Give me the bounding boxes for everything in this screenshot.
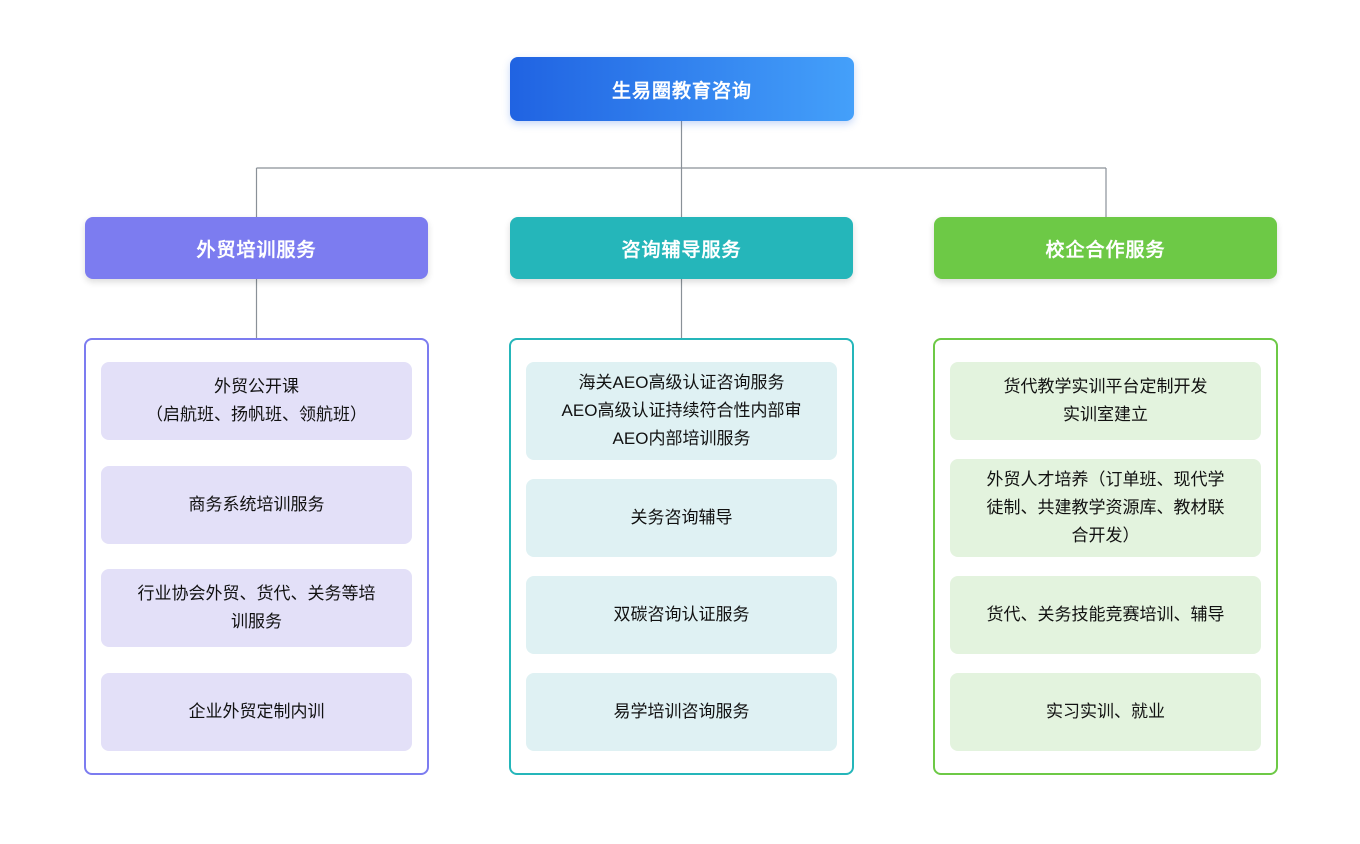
branch-header-school-enterprise-cooperation: 校企合作服务 bbox=[934, 217, 1277, 279]
leaf-item: 易学培训咨询服务 bbox=[526, 673, 837, 751]
leaf-item: 双碳咨询认证服务 bbox=[526, 576, 837, 654]
root-node: 生易圈教育咨询 bbox=[510, 57, 854, 121]
leaf-item: 行业协会外贸、货代、关务等培 训服务 bbox=[101, 569, 412, 648]
branch-header-label: 校企合作服务 bbox=[1045, 239, 1166, 261]
branch-container-school-enterprise-cooperation: 货代教学实训平台定制开发 实训室建立 外贸人才培养（订单班、现代学 徒制、共建教… bbox=[933, 338, 1278, 775]
leaf-item: 实习实训、就业 bbox=[950, 673, 1261, 751]
branch-container-consulting-coaching: 海关AEO高级认证咨询服务 AEO高级认证持续符合性内部审 AEO内部培训服务 … bbox=[509, 338, 854, 775]
leaf-item: 企业外贸定制内训 bbox=[101, 672, 412, 751]
root-node-label: 生易圈教育咨询 bbox=[611, 80, 752, 102]
branch-header-label: 外贸培训服务 bbox=[196, 239, 317, 261]
leaf-item: 海关AEO高级认证咨询服务 AEO高级认证持续符合性内部审 AEO内部培训服务 bbox=[526, 362, 837, 460]
branch-container-foreign-trade-training: 外贸公开课 （启航班、扬帆班、领航班） 商务系统培训服务 行业协会外贸、货代、关… bbox=[84, 338, 429, 775]
leaf-item: 关务咨询辅导 bbox=[526, 479, 837, 557]
branch-header-label: 咨询辅导服务 bbox=[621, 239, 742, 261]
leaf-item: 外贸人才培养（订单班、现代学 徒制、共建教学资源库、教材联 合开发） bbox=[950, 459, 1261, 557]
leaf-item: 货代、关务技能竞赛培训、辅导 bbox=[950, 576, 1261, 654]
branch-header-consulting-coaching: 咨询辅导服务 bbox=[510, 217, 853, 279]
leaf-item: 商务系统培训服务 bbox=[101, 465, 412, 544]
branch-header-foreign-trade-training: 外贸培训服务 bbox=[85, 217, 428, 279]
leaf-item: 货代教学实训平台定制开发 实训室建立 bbox=[950, 362, 1261, 440]
leaf-item: 外贸公开课 （启航班、扬帆班、领航班） bbox=[101, 362, 412, 440]
